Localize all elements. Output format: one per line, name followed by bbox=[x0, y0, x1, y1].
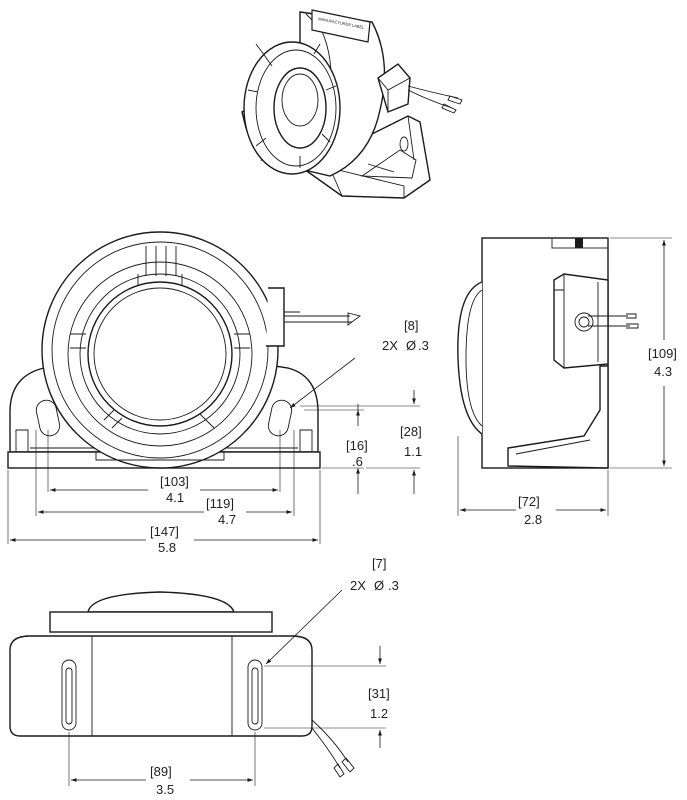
dim-slot-spacing-metric: [89] bbox=[150, 764, 172, 779]
bottom-hole-note-inch: .3 bbox=[388, 578, 399, 593]
dim-side-height-metric: [109] bbox=[648, 346, 677, 361]
dim-base-height-metric: [16] bbox=[346, 438, 368, 453]
dim-slot-length-metric: [31] bbox=[368, 686, 390, 701]
dim-slot-spacing-inch: 3.5 bbox=[156, 782, 174, 797]
dim-side-depth-metric: [72] bbox=[518, 494, 540, 509]
dim-overall-width-inch: 5.8 bbox=[158, 540, 176, 555]
isometric-view: MANUFACTURER LABEL bbox=[241, 9, 463, 199]
bottom-view-dimensions: [7] 2X Ø .3 [31] 1.2 [89] 3.5 bbox=[68, 556, 399, 797]
dim-slot-length-inch: 1.2 bbox=[370, 706, 388, 721]
front-view-dimensions: [8] 2X Ø .3 [103] 4.1 [119] 4.7 [147] 5.… bbox=[7, 318, 429, 555]
dim-slot-outer-inch: 4.7 bbox=[218, 512, 236, 527]
dim-hole-height-inch: 1.1 bbox=[404, 444, 422, 459]
front-view bbox=[7, 231, 362, 469]
bottom-hole-note-metric: [7] bbox=[372, 556, 386, 571]
hole-note-inch: .3 bbox=[418, 338, 429, 353]
hole-note-metric: [8] bbox=[404, 318, 418, 333]
bottom-hole-note-qty: 2X bbox=[350, 578, 366, 593]
dim-side-height-inch: 4.3 bbox=[654, 364, 672, 379]
side-view bbox=[457, 237, 639, 469]
dim-hole-spacing-inch: 4.1 bbox=[166, 490, 184, 505]
dim-base-height-inch: .6 bbox=[352, 454, 363, 469]
dim-side-depth-inch: 2.8 bbox=[524, 512, 542, 527]
dim-hole-height-metric: [28] bbox=[400, 424, 422, 439]
hole-note-dia: Ø bbox=[406, 338, 416, 353]
bottom-hole-note-dia: Ø bbox=[374, 578, 384, 593]
dim-overall-width-metric: [147] bbox=[150, 524, 179, 539]
dim-hole-spacing-metric: [103] bbox=[160, 474, 189, 489]
dim-slot-outer-metric: [119] bbox=[206, 496, 234, 511]
side-view-dimensions: [109] 4.3 [72] 2.8 bbox=[457, 237, 677, 527]
hole-note-qty: 2X bbox=[382, 338, 398, 353]
bottom-view bbox=[9, 591, 355, 778]
